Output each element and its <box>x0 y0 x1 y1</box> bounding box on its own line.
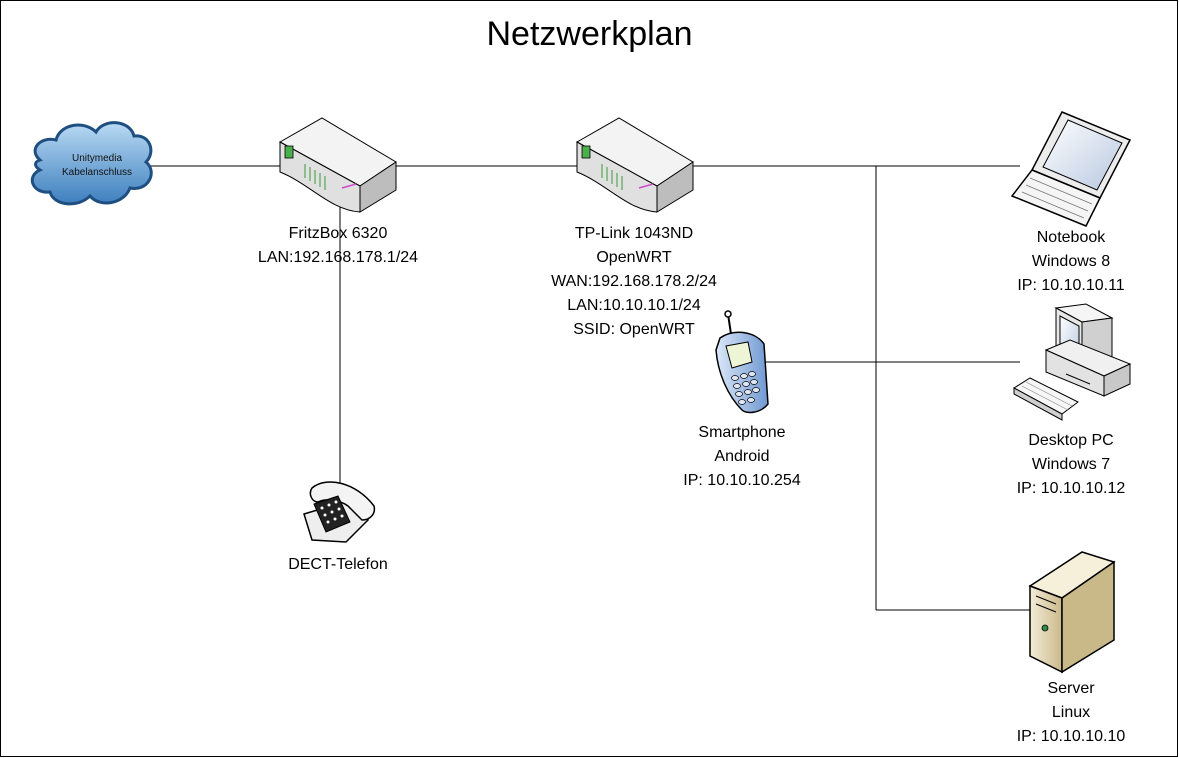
desktop-os: Windows 7 <box>1031 456 1111 473</box>
smartphone-os: Android <box>714 448 770 465</box>
server-ip: IP: 10.10.10.10 <box>1016 728 1126 745</box>
cloud-label-line-2: Kabelanschluss <box>61 167 133 178</box>
tplink-lan: LAN:10.10.10.1/24 <box>567 297 701 314</box>
cloud-label: Unitymedia Kabelanschluss <box>42 152 152 180</box>
desktop-ip: IP: 10.10.10.12 <box>1016 480 1126 497</box>
fritzbox-label: FritzBox 6320 LAN:192.168.178.1/24 <box>238 222 438 270</box>
notebook-ip: IP: 10.10.10.11 <box>1017 277 1125 294</box>
tplink-firmware: OpenWRT <box>596 249 672 266</box>
desktop-name: Desktop PC <box>1028 432 1114 449</box>
cloud-icon <box>30 121 153 206</box>
diagram-title: Netzwerkplan <box>486 15 693 53</box>
cloud-label-line-1: Unitymedia <box>71 153 123 164</box>
notebook-os: Windows 8 <box>1031 253 1111 270</box>
desktop-computer-icon <box>1013 303 1132 421</box>
laptop-icon <box>1010 111 1132 227</box>
notebook-label: Notebook Windows 8 IP: 10.10.10.11 <box>991 226 1151 298</box>
router-icon <box>278 117 397 213</box>
cellphone-icon <box>715 310 769 414</box>
smartphone-ip: IP: 10.10.10.254 <box>683 472 801 489</box>
fritzbox-lan: LAN:192.168.178.1/24 <box>257 249 419 266</box>
notebook-name: Notebook <box>1036 229 1106 246</box>
tplink-label: TP-Link 1043ND OpenWRT WAN:192.168.178.2… <box>534 222 734 342</box>
smartphone-name: Smartphone <box>698 424 786 441</box>
server-os: Linux <box>1051 704 1091 721</box>
dect-label: DECT-Telefon <box>258 553 418 577</box>
server-icon <box>1028 551 1116 674</box>
server-label: Server Linux IP: 10.10.10.10 <box>991 677 1151 749</box>
fritzbox-name: FritzBox 6320 <box>288 225 388 242</box>
desktop-label: Desktop PC Windows 7 IP: 10.10.10.12 <box>991 429 1151 501</box>
server-name: Server <box>1047 680 1095 697</box>
smartphone-label: Smartphone Android IP: 10.10.10.254 <box>662 421 822 493</box>
router-icon <box>575 117 694 213</box>
dect-name: DECT-Telefon <box>288 556 388 573</box>
tplink-name: TP-Link 1043ND <box>574 225 694 242</box>
tplink-ssid: SSID: OpenWRT <box>573 321 695 338</box>
tplink-wan: WAN:192.168.178.2/24 <box>551 273 717 290</box>
telephone-icon <box>303 481 376 543</box>
connection-lines <box>150 165 1030 611</box>
